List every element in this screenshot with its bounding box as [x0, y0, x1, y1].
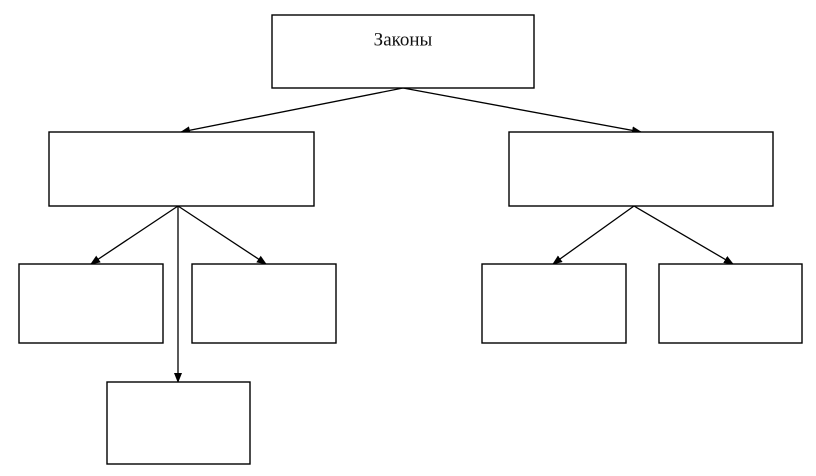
node-box-root: [271, 14, 535, 89]
arrow-root-to-l1: [180, 87, 404, 135]
node-box-l1c: [106, 381, 251, 465]
nodes-layer: Законы: [18, 14, 803, 465]
node-l1: [48, 131, 315, 207]
arrow-r1-to-r1a: [552, 205, 635, 265]
arrow-l1-to-l1b: [177, 205, 267, 265]
arrow-l1-to-l1a: [90, 205, 179, 265]
node-root: Законы: [271, 14, 535, 89]
node-l1b: [191, 263, 337, 344]
node-l1a: [18, 263, 164, 344]
node-box-r1a: [481, 263, 627, 344]
node-l1c: [106, 381, 251, 465]
node-r1: [508, 131, 774, 207]
node-label-root: Законы: [374, 29, 433, 50]
arrow-root-to-r1: [402, 87, 642, 135]
node-box-r1: [508, 131, 774, 207]
node-box-l1: [48, 131, 315, 207]
node-r1a: [481, 263, 627, 344]
node-r1b: [658, 263, 803, 344]
edges-layer: [90, 87, 734, 383]
node-box-l1a: [18, 263, 164, 344]
node-box-l1b: [191, 263, 337, 344]
arrow-r1-to-r1b: [633, 205, 734, 265]
node-box-r1b: [658, 263, 803, 344]
